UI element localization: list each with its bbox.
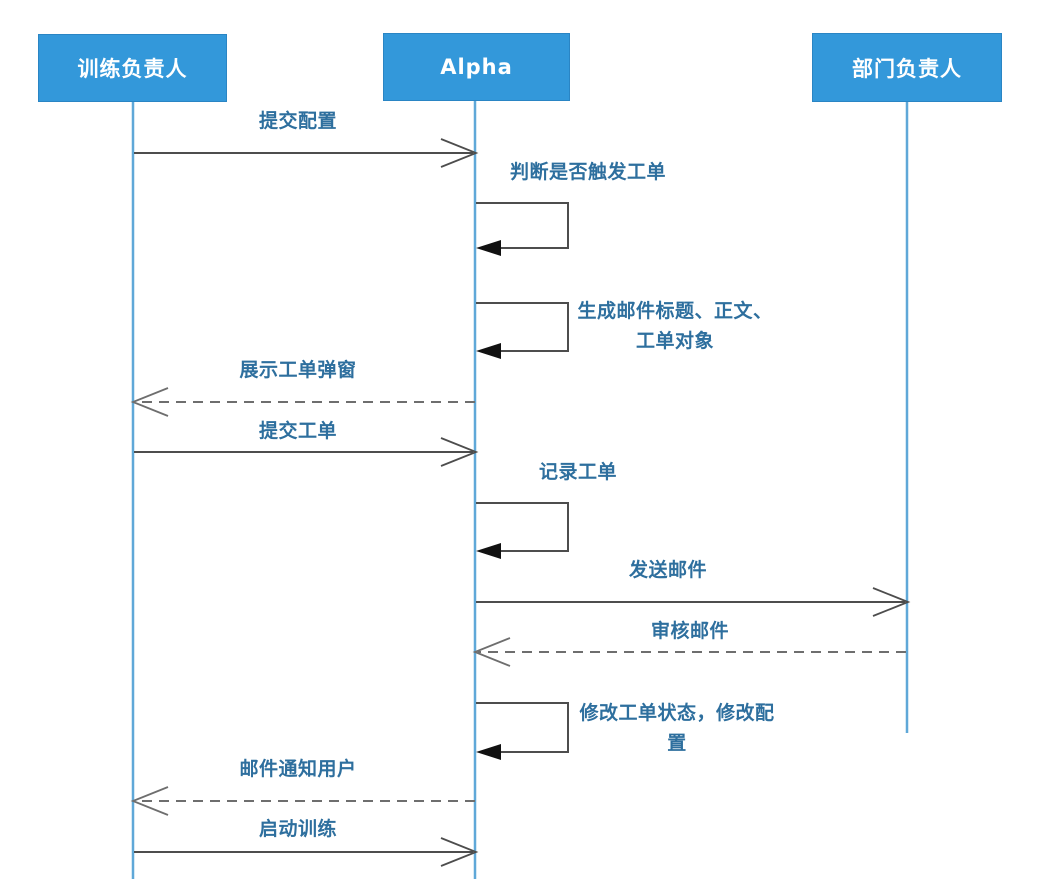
arrowhead-review-mail xyxy=(472,637,511,667)
message-label-review-mail: 审核邮件 xyxy=(650,620,729,642)
message-label-send-mail: 发送邮件 xyxy=(628,559,707,581)
message-label-submit-ticket: 提交工单 xyxy=(258,420,337,442)
arrowhead-show-ticket-popup xyxy=(130,387,169,417)
message-label-start-training: 启动训练 xyxy=(258,818,337,840)
arrowhead-send-mail xyxy=(872,587,911,617)
message-label-show-ticket-popup: 展示工单弹窗 xyxy=(239,359,357,381)
self-loop-generate-mail xyxy=(476,302,569,352)
message-label-update-ticket-state: 修改工单状态，修改配置 xyxy=(579,702,775,754)
arrowhead-update-ticket-state xyxy=(476,744,501,760)
message-label-mail-notify-user: 邮件通知用户 xyxy=(239,758,357,780)
arrowhead-generate-mail xyxy=(476,343,501,359)
actor-box-alpha: Alpha xyxy=(383,33,570,101)
arrowhead-submit-config xyxy=(440,138,479,168)
arrowhead-start-training xyxy=(440,837,479,867)
actor-box-department-head: 部门负责人 xyxy=(812,33,1002,102)
message-label-check-ticket: 判断是否触发工单 xyxy=(509,161,666,183)
arrowhead-mail-notify-user xyxy=(130,786,169,816)
self-loop-record-ticket xyxy=(476,502,569,552)
self-loop-check-ticket xyxy=(476,202,569,249)
arrowhead-record-ticket xyxy=(476,543,501,559)
message-label-submit-config: 提交配置 xyxy=(258,110,337,132)
actor-box-training-lead: 训练负责人 xyxy=(38,34,227,102)
arrowhead-submit-ticket xyxy=(440,437,479,467)
message-label-generate-mail: 生成邮件标题、正文、工单对象 xyxy=(577,300,773,352)
self-loop-update-ticket-state xyxy=(476,702,569,753)
message-label-record-ticket: 记录工单 xyxy=(538,461,617,483)
arrowhead-check-ticket xyxy=(476,240,501,256)
